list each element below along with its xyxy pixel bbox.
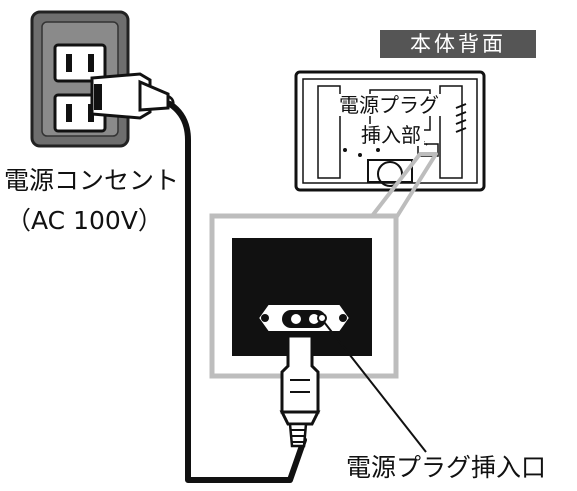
inlet-pointer bbox=[317, 313, 427, 453]
plug-inlet-label: 電源プラグ挿入口 bbox=[346, 453, 547, 482]
rear-view-badge: 本体背面 bbox=[380, 30, 536, 58]
plug-location-label-line2: 挿入部 bbox=[358, 124, 424, 146]
plug-location-label-line1: 電源プラグ bbox=[336, 94, 442, 116]
power-inlet-icon bbox=[256, 303, 352, 333]
power-plug-icon bbox=[90, 72, 175, 120]
power-cord bbox=[167, 101, 307, 483]
outlet-label: 電源コンセント bbox=[4, 166, 180, 195]
appliance-plug-icon bbox=[279, 334, 321, 448]
voltage-label: （AC 100V） bbox=[6, 206, 163, 235]
